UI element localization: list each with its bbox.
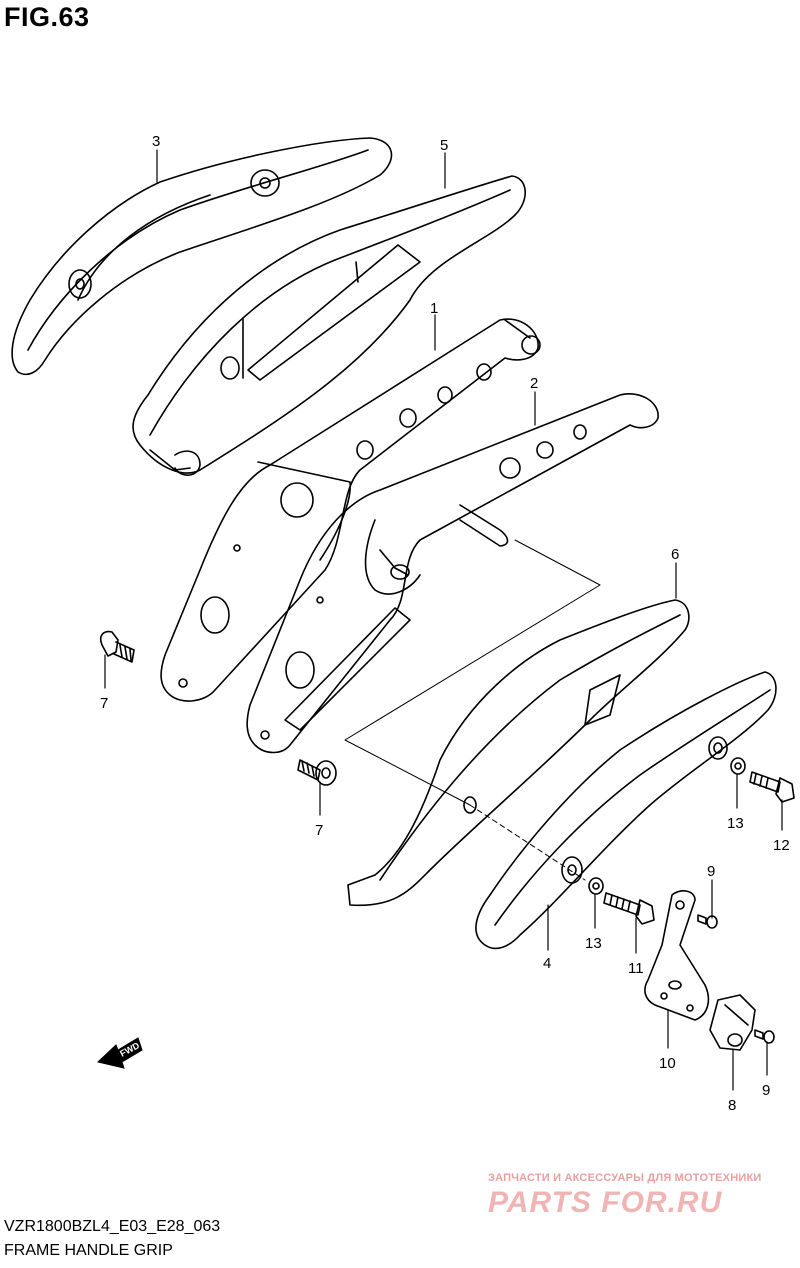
part-7-bolt-lower [297,759,337,786]
part-13-washer-upper [730,757,746,775]
callout-11: 11 [628,960,644,977]
callout-8: 8 [728,1097,736,1114]
part-7-bolt-left [99,630,135,663]
fwd-arrow-icon: FWD [96,1037,143,1069]
part-1-frame-handle [160,318,541,702]
watermark-tagline: ЗАПЧАСТИ И АКСЕССУАРЫ ДЛЯ МОТОТЕХНИКИ [488,1172,762,1184]
callout-13-lower: 13 [585,935,602,952]
callout-5: 5 [440,137,448,154]
part-11-bolt [603,892,655,925]
leader-lines [104,149,783,1091]
watermark-logo: PARTS FOR.RU [488,1186,723,1219]
part-6-side-cover [347,599,690,907]
callout-10: 10 [659,1055,676,1072]
callout-4: 4 [543,955,551,972]
callout-7-left: 7 [100,695,108,712]
callout-13-upper: 13 [727,815,744,832]
figure-title: FIG.63 [4,2,90,32]
part-4-outer-cover [475,671,777,950]
callout-1: 1 [430,300,438,317]
callout-2: 2 [530,375,538,392]
part-2-frame-handle-bracket [246,393,659,754]
callout-12: 12 [773,837,790,854]
callout-6: 6 [671,546,679,563]
assembly-lines [344,539,601,881]
callout-9-upper: 9 [707,863,715,880]
part-9-screw-upper [697,914,718,929]
callout-9-lower: 9 [762,1082,770,1099]
part-9-screw-lower [754,1029,775,1044]
callout-labels: 3 5 1 2 6 7 7 13 12 9 4 13 11 10 9 8 [100,133,790,1114]
part-10-bracket [644,890,710,1021]
figure-caption: FRAME HANDLE GRIP [4,1242,173,1259]
part-5-grip-bar [132,175,526,476]
callout-7-lower: 7 [315,822,323,839]
callout-3: 3 [152,133,160,150]
part-12-bolt [749,771,795,803]
part-13-washer-lower [588,877,604,895]
figure-code: VZR1800BZL4_E03_E28_063 [4,1218,221,1235]
part-8-clamp [709,994,756,1051]
part-3-grip-cover-upper [11,137,393,376]
